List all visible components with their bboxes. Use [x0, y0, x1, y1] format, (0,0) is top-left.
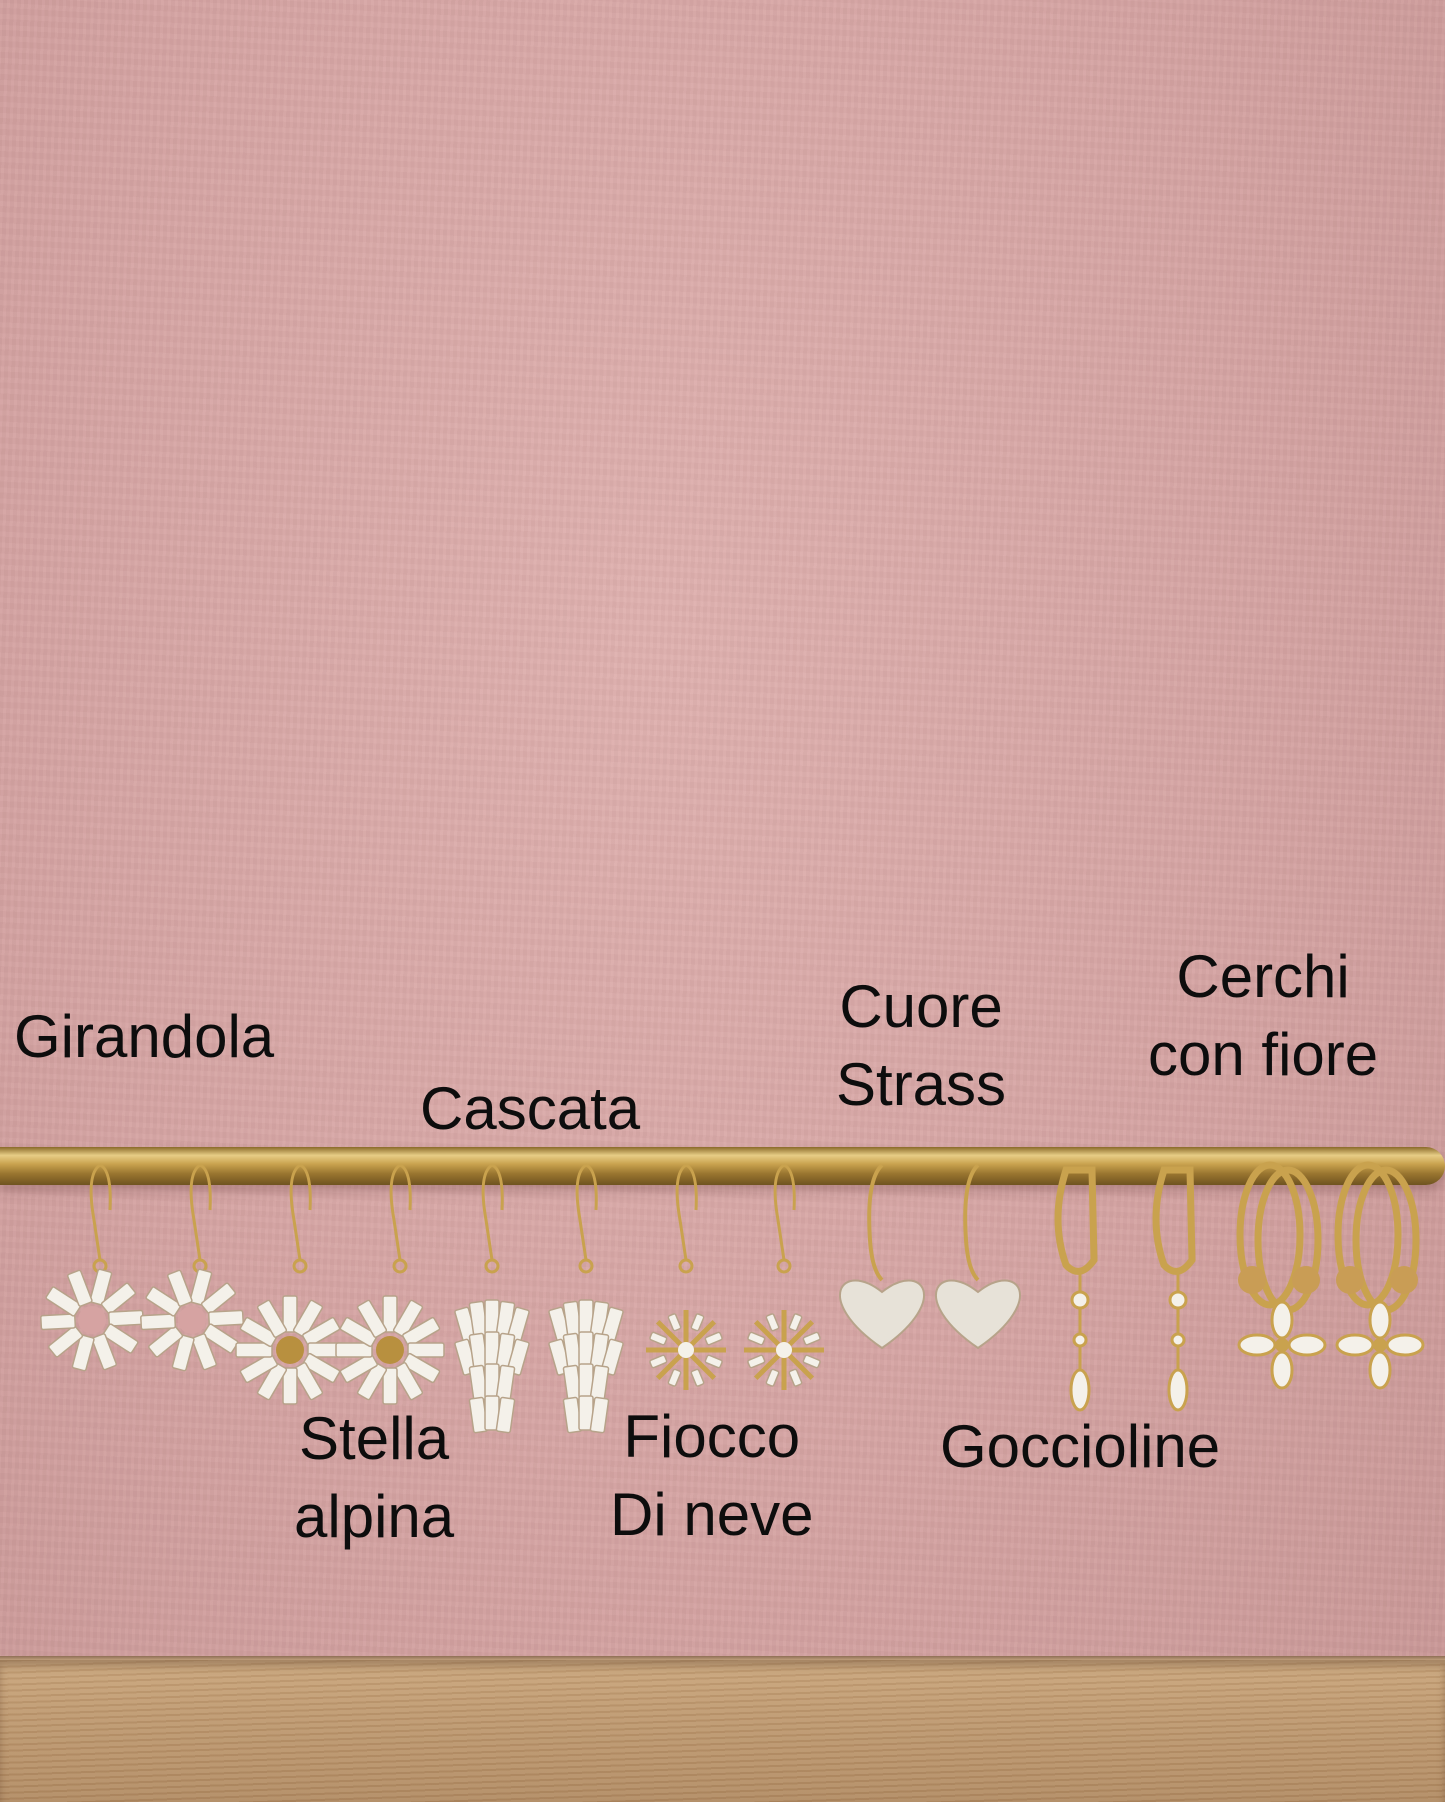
label-fiocco-di-neve: Fiocco Di neve: [610, 1398, 813, 1554]
label-cascata: Cascata: [420, 1075, 641, 1142]
label-goccioline: Goccioline: [940, 1413, 1221, 1480]
earring-flower-hoop-14: [1334, 1161, 1425, 1390]
pink-wall: [0, 0, 1445, 1660]
earring-heart-9: [839, 1163, 925, 1350]
label-fiocco-line: Fiocco: [623, 1403, 801, 1470]
earring-pinwheel-2: [140, 1163, 244, 1372]
earring-pinwheel-1: [40, 1163, 144, 1372]
label-girandola: Girandola: [14, 1003, 275, 1070]
label-stella-line: Stella: [299, 1405, 450, 1472]
label-cuore-strass: Cuore Strass: [836, 968, 1006, 1124]
label-con-fiore-line: con fiore: [1148, 1021, 1379, 1088]
earring-flower-hoop-13: [1236, 1161, 1327, 1390]
earring-cascade-6: [548, 1163, 624, 1434]
earring-snowflake-8: [744, 1163, 824, 1390]
label-stella-alpina: Stella alpina: [294, 1400, 454, 1556]
gold-display-rod: [0, 1147, 1445, 1185]
earring-drop-hoop-12: [1152, 1166, 1196, 1412]
earring-row: [40, 1161, 1425, 1434]
label-cuore-line: Cuore: [839, 973, 1003, 1040]
shelf-edge: [0, 1656, 1445, 1662]
label-di-neve-line: Di neve: [610, 1481, 814, 1548]
label-cerchi-line: Cerchi: [1176, 943, 1350, 1010]
label-strass-line: Strass: [836, 1051, 1007, 1118]
earring-cascade-5: [454, 1163, 530, 1434]
wooden-shelf: [0, 1660, 1445, 1802]
label-cerchi-con-fiore: Cerchi con fiore: [1148, 938, 1378, 1094]
earring-snowflake-7: [646, 1163, 726, 1390]
earring-drop-hoop-11: [1054, 1166, 1098, 1412]
label-alpina-line: alpina: [294, 1483, 455, 1550]
earring-heart-10: [935, 1163, 1021, 1350]
earring-daisy-4: [335, 1163, 445, 1405]
earring-daisy-3: [235, 1163, 345, 1405]
